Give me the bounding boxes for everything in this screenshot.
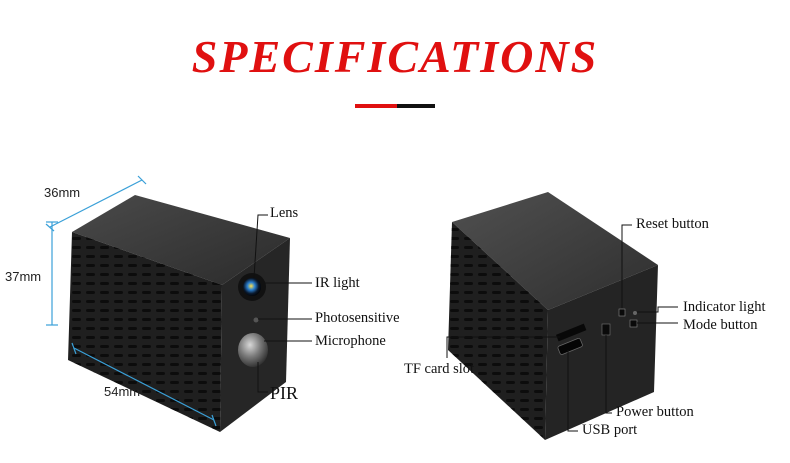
indicator-light-icon bbox=[633, 311, 637, 315]
front-camera bbox=[68, 195, 290, 432]
label-reset-button: Reset button bbox=[636, 216, 709, 232]
front-leader-lines bbox=[253, 214, 312, 393]
back-camera-top bbox=[452, 192, 658, 310]
back-camera bbox=[448, 192, 658, 440]
front-camera-top bbox=[72, 195, 290, 285]
pir-sensor-icon bbox=[238, 333, 268, 367]
label-tf-card-slot: TF card slot bbox=[404, 361, 475, 377]
label-ir-light: IR light bbox=[315, 275, 360, 291]
back-camera-grille bbox=[448, 222, 548, 440]
dimension-height: 37mm bbox=[5, 269, 42, 284]
back-leader-lines bbox=[446, 224, 678, 432]
tf-card-slot-icon bbox=[555, 323, 587, 342]
mode-button-icon bbox=[629, 319, 638, 328]
lens-icon bbox=[243, 278, 261, 296]
power-button-icon bbox=[601, 323, 611, 336]
label-mode-button: Mode button bbox=[683, 317, 758, 333]
label-pir: PIR bbox=[270, 383, 299, 403]
back-camera-panel bbox=[545, 265, 658, 440]
label-power-button: Power button bbox=[616, 404, 694, 420]
title-underline-black bbox=[397, 104, 435, 108]
page-title: SPECIFICATIONS bbox=[191, 31, 599, 82]
front-camera-grille bbox=[68, 232, 222, 432]
dimension-width: 54mm bbox=[104, 384, 141, 399]
title-underline-red bbox=[355, 104, 397, 108]
reset-button-icon bbox=[618, 308, 626, 317]
usb-port-icon bbox=[557, 337, 583, 355]
label-microphone: Microphone bbox=[315, 333, 386, 349]
dimension-lines bbox=[45, 175, 217, 427]
label-lens: Lens bbox=[270, 205, 299, 221]
photosensitive-icon bbox=[253, 317, 259, 323]
dimension-depth: 36mm bbox=[44, 185, 81, 200]
label-usb-port: USB port bbox=[582, 422, 638, 438]
label-indicator-light: Indicator light bbox=[683, 299, 766, 315]
label-photosensitive: Photosensitive bbox=[315, 310, 400, 326]
